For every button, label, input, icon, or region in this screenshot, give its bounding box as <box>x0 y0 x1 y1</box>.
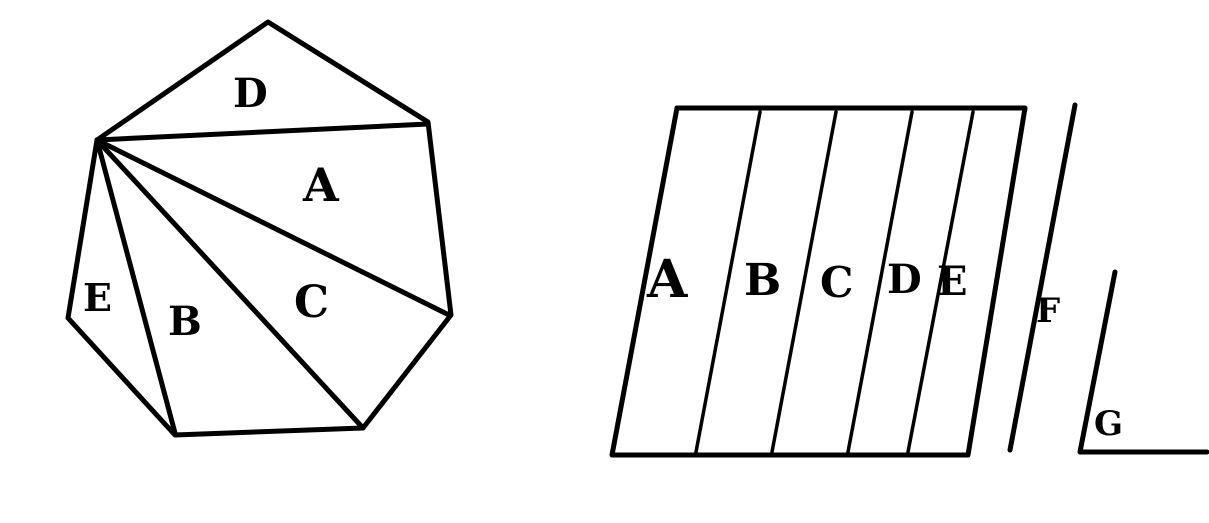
heptagon-label-b: B <box>168 298 202 345</box>
angle-g <box>1077 269 1209 455</box>
parallelogram-outline <box>609 105 1028 458</box>
heptagon-label-e: E <box>83 275 112 320</box>
diagonal-b <box>94 137 178 436</box>
strip-label-d: D <box>887 256 922 303</box>
parallelogram-figure: A B C D E <box>609 105 1028 458</box>
strip-divider-1 <box>694 110 762 454</box>
strip-label-e: E <box>937 258 968 305</box>
diagonal-a <box>94 137 452 318</box>
heptagon-label-d: D <box>233 70 268 117</box>
strip-label-c: C <box>820 258 853 307</box>
segment-label-f: F <box>1036 291 1060 331</box>
heptagon-label-c: C <box>294 277 329 328</box>
angle-g-figure: G <box>1077 269 1209 455</box>
strip-divider-4 <box>906 110 975 454</box>
heptagon-outline <box>65 19 454 438</box>
segment-f-figure: F <box>1007 102 1078 453</box>
strip-divider-2 <box>770 110 838 454</box>
strip-label-b: B <box>744 255 781 306</box>
strip-divider-3 <box>846 110 914 454</box>
diagonal-c <box>94 137 366 431</box>
segment-f <box>1007 102 1078 453</box>
heptagon-label-a: A <box>302 158 340 212</box>
strip-label-a: A <box>646 249 688 310</box>
angle-label-g: G <box>1094 404 1123 444</box>
heptagon-figure: D A E B C <box>65 19 454 438</box>
diagonal-d <box>94 121 431 143</box>
